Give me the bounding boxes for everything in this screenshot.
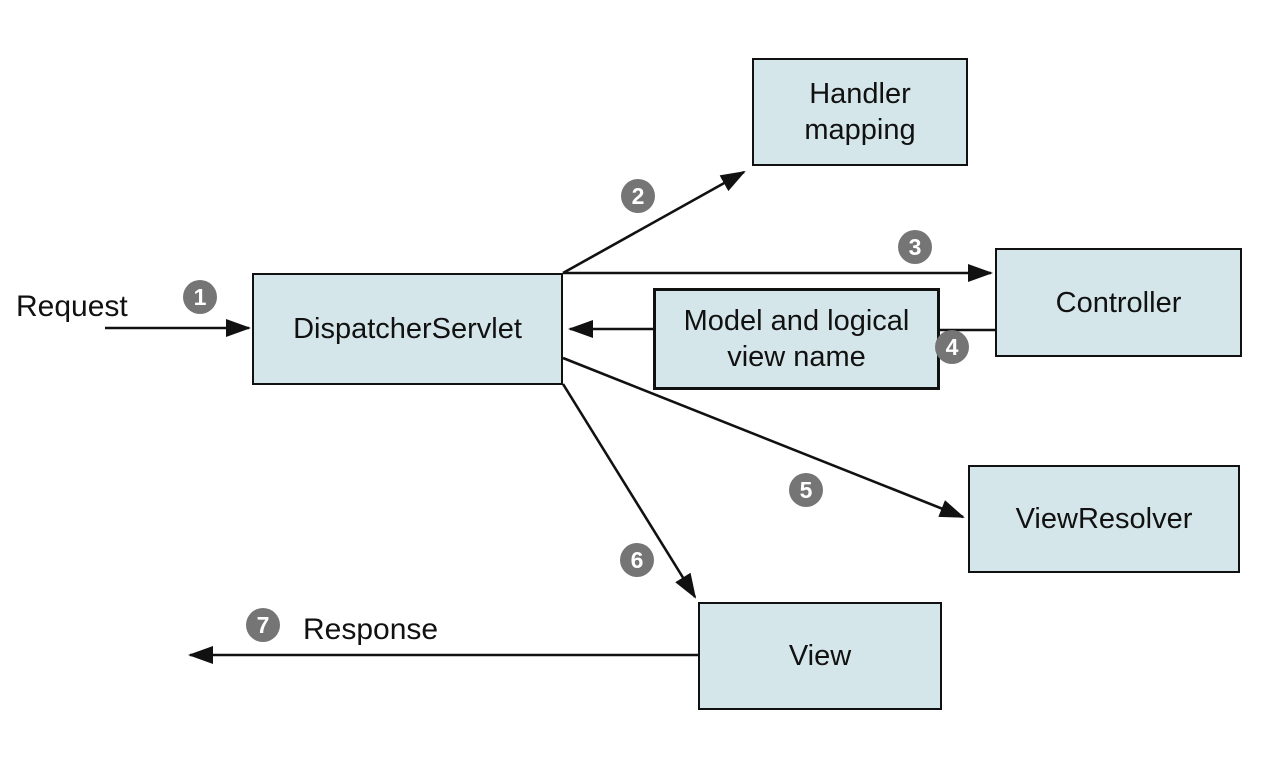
arrow-step6-dispatcher-to-view — [561, 383, 697, 599]
box-label: view name — [727, 341, 866, 373]
box-view-resolver: ViewResolver — [968, 465, 1240, 573]
box-label: ViewResolver — [1015, 503, 1193, 535]
box-label: Model and logical — [683, 305, 910, 337]
box-view: View — [698, 602, 942, 710]
box-model-and-logical-view-name: Model and logical view name — [653, 288, 940, 390]
step-badge-5: 5 — [789, 473, 823, 507]
box-label: Controller — [1055, 286, 1182, 319]
request-label: Request — [16, 290, 128, 323]
box-label: mapping — [804, 114, 916, 146]
step-badge-1: 1 — [183, 280, 217, 314]
step-badge-6: 6 — [620, 543, 654, 577]
box-label: View — [788, 640, 852, 672]
step-badge-7: 7 — [246, 608, 280, 642]
step-badge-3: 3 — [898, 230, 932, 264]
box-label: DispatcherServlet — [293, 313, 522, 345]
box-handler-mapping: Handler mapping — [752, 58, 968, 166]
box-controller: Controller — [995, 248, 1242, 357]
response-label: Response — [303, 613, 439, 646]
step-badge-2: 2 — [621, 179, 655, 213]
arrow-step5-dispatcher-to-viewresolver — [562, 356, 965, 519]
box-label: Handler — [809, 78, 911, 110]
box-dispatcher-servlet: DispatcherServlet — [252, 273, 563, 385]
arrow-step2-dispatcher-to-handler-mapping — [562, 170, 746, 275]
step-badge-4: 4 — [935, 330, 969, 364]
